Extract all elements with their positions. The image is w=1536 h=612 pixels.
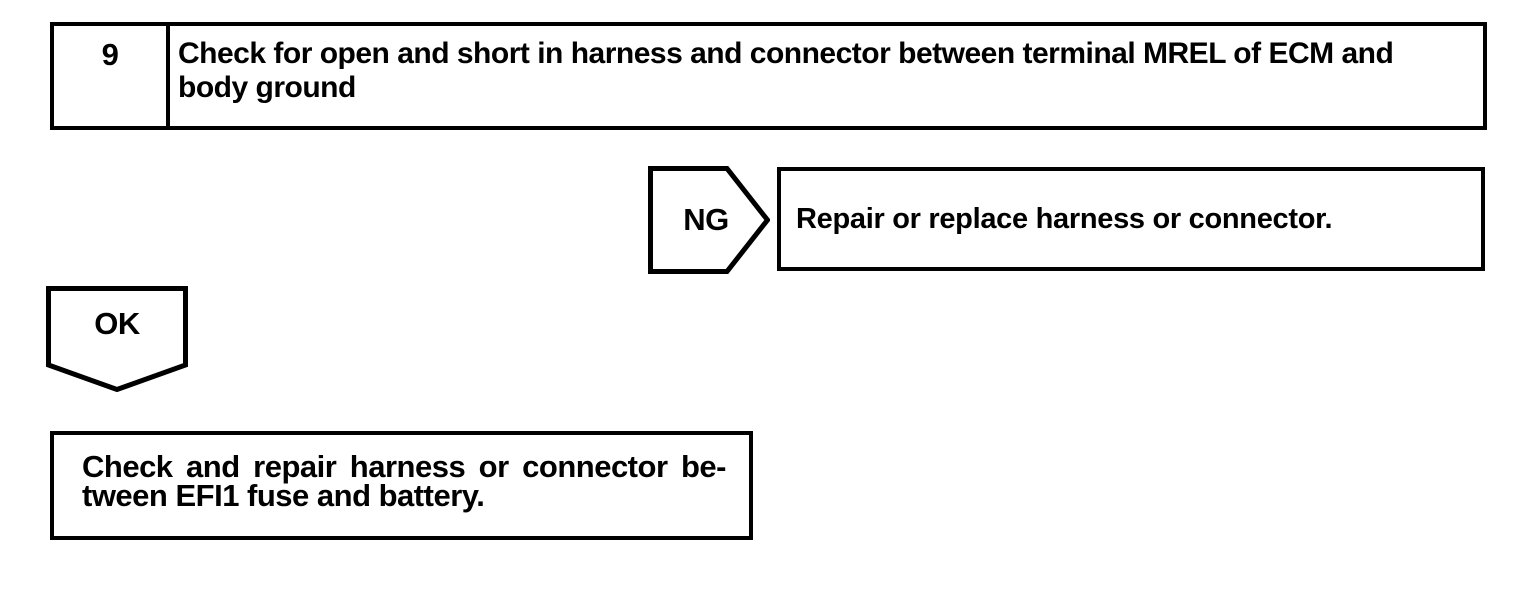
ng-result-text: Repair or replace harness or connector. <box>796 203 1333 235</box>
step-title: Check for open and short in harness and … <box>178 37 1394 104</box>
ok-result-line-2: tween EFI1 fuse and battery. <box>82 478 485 513</box>
ok-pentagon-icon <box>46 286 188 392</box>
step-box: 9 Check for open and short in harness an… <box>50 22 1487 130</box>
step-number: 9 <box>54 26 170 126</box>
ok-result-box: Check and repair harness or connector be… <box>50 431 753 540</box>
ng-result-box: Repair or replace harness or connector. <box>777 167 1485 271</box>
ng-label: NG <box>683 202 729 237</box>
ok-result-line-1: Check and repair harness or connector be… <box>82 449 727 484</box>
ok-decision-shape: OK <box>46 286 188 392</box>
ok-label: OK <box>94 306 140 341</box>
ng-decision-shape: NG <box>648 166 770 274</box>
ng-pentagon-icon <box>648 166 770 274</box>
